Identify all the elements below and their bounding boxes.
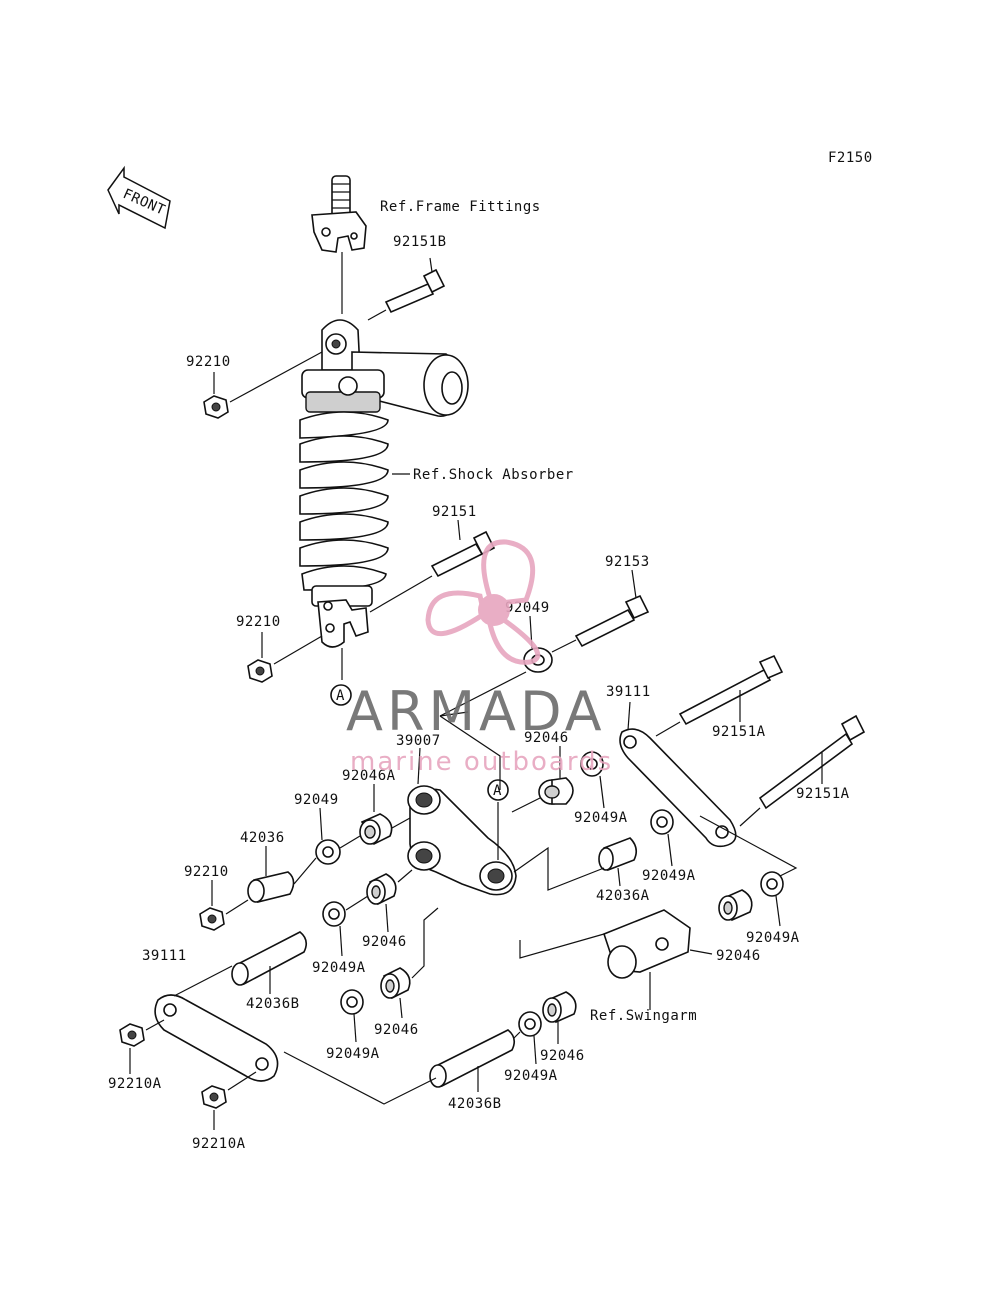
leader-connection-1 (439, 715, 501, 790)
label-92049A-5: 92049A (326, 1046, 380, 1062)
label-92049-top: 92049 (505, 600, 550, 616)
label-92046-low: 92046 (374, 1022, 419, 1038)
label-92151: 92151 (432, 504, 477, 520)
leader-connection-2 (439, 711, 469, 717)
tie-rod-39111-right (619, 701, 737, 848)
label-92046-top: 92046 (524, 730, 569, 746)
front-arrow-icon: FRONT (107, 165, 171, 230)
label-42036A: 42036A (596, 888, 650, 904)
collar-42036 (247, 846, 317, 903)
washer-92049A-6 (518, 1011, 542, 1065)
callout-a-right (487, 779, 509, 801)
rocker-arm-39007 (407, 747, 517, 896)
label-92049A-6: 92049A (504, 1068, 558, 1084)
washer-92049A-3 (322, 895, 369, 957)
bolt-92151B (367, 257, 446, 321)
label-92049-left: 92049 (294, 792, 339, 808)
label-92210A-1: 92210A (108, 1076, 162, 1092)
ref-frame-fittings-label: Ref.Frame Fittings (380, 199, 541, 215)
label-92210-mid: 92210 (236, 614, 281, 630)
ref-swingarm-label: Ref.Swingarm (590, 1008, 697, 1024)
label-92046A: 92046A (342, 768, 396, 784)
bearing-92046-low (380, 907, 439, 1019)
collar-42036B-2 (429, 1029, 521, 1092)
label-92210-top: 92210 (186, 354, 231, 370)
label-92049A-3: 92049A (312, 960, 366, 976)
label-42036: 42036 (240, 830, 285, 846)
bearing-92046-bot (542, 991, 577, 1044)
bearing-92046-rightside (718, 889, 753, 922)
nut-92210-left (199, 880, 249, 931)
label-39111-left: 39111 (142, 948, 187, 964)
leader-connection-5 (283, 1051, 437, 1105)
label-92049A-1: 92049A (574, 810, 628, 826)
armada-watermark: ARMADA marine outboards (346, 539, 613, 777)
swingarm-bracket (519, 909, 713, 1010)
washer-92049A-1 (511, 751, 605, 813)
nut-92210-mid (247, 635, 323, 683)
leader-connection-3 (513, 846, 605, 891)
bearing-92046-top (538, 746, 574, 805)
label-42036B-2: 42036B (448, 1096, 502, 1112)
label-92046-mid: 92046 (362, 934, 407, 950)
ref-shock-absorber-label: Ref.Shock Absorber (413, 467, 574, 483)
label-39111-right: 39111 (606, 684, 651, 700)
collar-42036A (598, 837, 638, 887)
bolt-92151 (369, 519, 496, 613)
washer-92049-left (315, 807, 361, 865)
watermark-tagline: marine outboards (350, 747, 613, 777)
label-92049A-4: 92049A (746, 930, 800, 946)
bolt-92153 (551, 569, 650, 653)
bearing-92046A (359, 784, 411, 846)
callout-a-right-text: A (493, 783, 502, 799)
bolt-92151A-1 (655, 654, 784, 737)
label-92151B: 92151B (393, 234, 447, 250)
diagram-code: F2150 (828, 150, 873, 166)
label-92046-right: 92046 (716, 948, 761, 964)
bearing-92046-mid (366, 869, 413, 933)
washer-92049A-5 (340, 989, 364, 1043)
frame-fitting (311, 175, 367, 314)
washer-92049A-2 (650, 809, 674, 867)
label-39007: 39007 (396, 733, 441, 749)
label-92151A-2: 92151A (796, 786, 850, 802)
label-92210A-2: 92210A (192, 1136, 246, 1152)
tie-rod-39111-left (154, 965, 279, 1082)
callout-a-left (330, 684, 352, 706)
bolt-92151A-2 (739, 714, 866, 827)
shock-absorber (299, 319, 469, 680)
collar-42036B-1 (231, 931, 308, 994)
label-92046-bot: 92046 (540, 1048, 585, 1064)
label-92210-left: 92210 (184, 864, 229, 880)
label-92049A-2: 92049A (642, 868, 696, 884)
nut-92210-top (203, 351, 323, 419)
callout-a-left-text: A (336, 688, 345, 704)
propeller-logo-icon (425, 539, 541, 665)
washer-92049A-4 (760, 871, 784, 927)
label-42036B-1: 42036B (246, 996, 300, 1012)
nut-92210A-1 (119, 1019, 165, 1074)
label-92151A-1: 92151A (712, 724, 766, 740)
leader-connection-4 (699, 815, 798, 877)
watermark-brand: ARMADA (346, 680, 606, 743)
label-92153: 92153 (605, 554, 650, 570)
nut-92210A-2 (201, 1071, 257, 1130)
